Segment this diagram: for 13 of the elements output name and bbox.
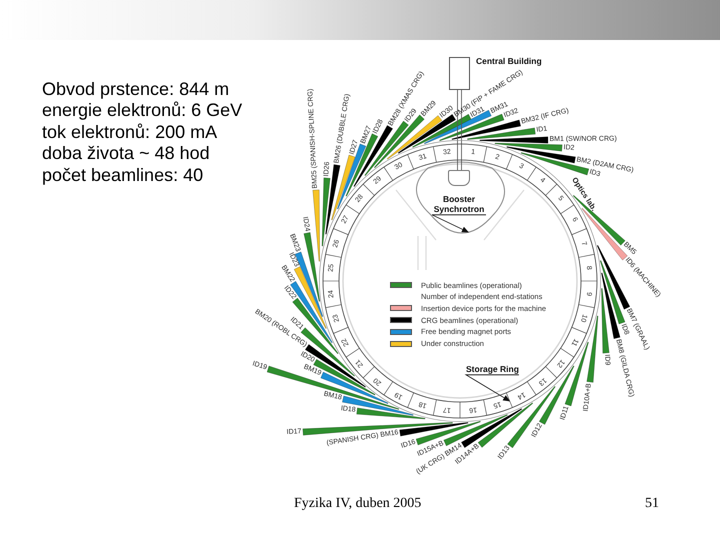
transfer-line — [457, 90, 462, 170]
ring-label: Storage Ring — [466, 364, 519, 374]
page-number: 51 — [645, 496, 659, 512]
info-text: Obvod prstence: 844 m — [42, 78, 230, 98]
small-box — [448, 170, 470, 186]
booster-label: Booster Synchrotron — [432, 194, 486, 214]
info-text: doba života ~ 48 hod — [42, 143, 210, 164]
info-text: energie elektronů: 6 GeV — [42, 100, 242, 120]
building-label: Central Building — [476, 56, 542, 66]
leader-arrow — [432, 214, 486, 233]
info-text: tok elektronů: 200 mA — [42, 122, 218, 142]
footer-text: Fyzika IV, duben 2005 — [294, 496, 422, 512]
info-text: počet beamlines: 40 — [42, 164, 204, 185]
